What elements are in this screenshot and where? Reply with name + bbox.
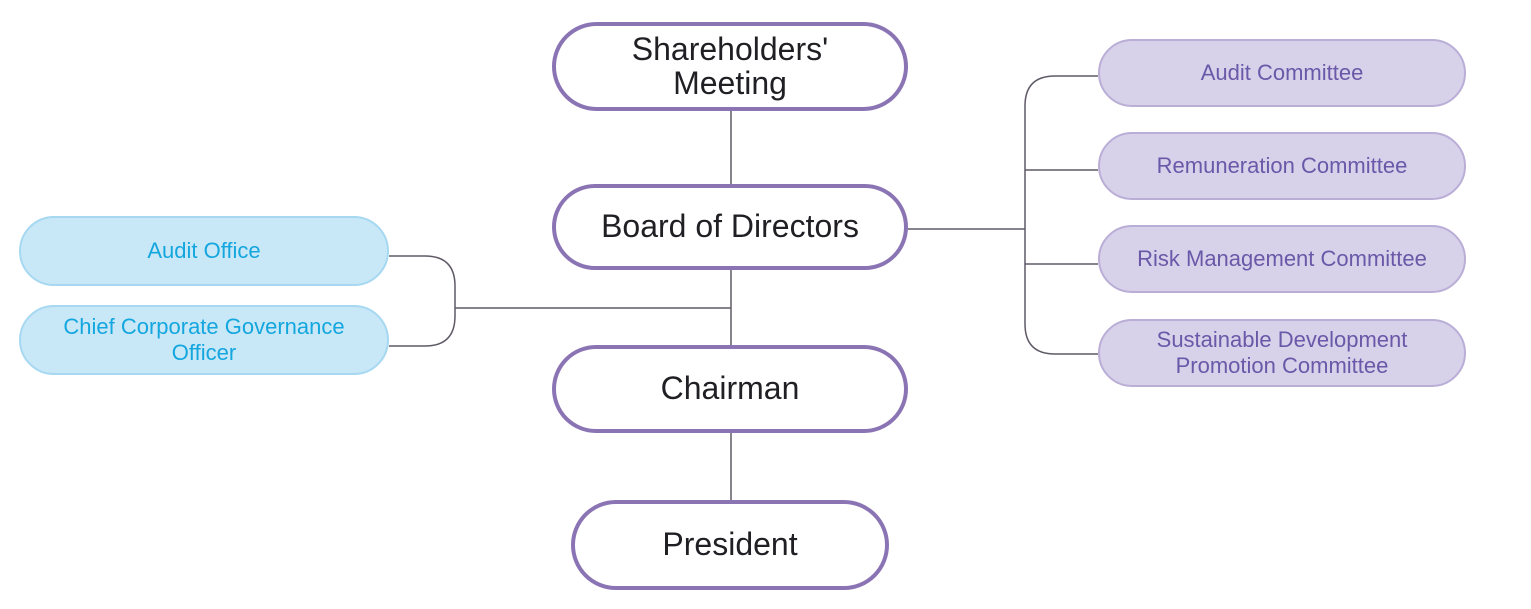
connector-left-trunk bbox=[389, 255, 456, 347]
audit-office-node: Audit Office bbox=[19, 216, 389, 286]
sustainable-development-promotion-committee-node: Sustainable Development Promotion Commit… bbox=[1098, 319, 1466, 387]
remuneration-committee-node: Remuneration Committee bbox=[1098, 132, 1466, 200]
chief-corporate-governance-officer-node: Chief Corporate Governance Officer bbox=[19, 305, 389, 375]
audit-committee-node: Audit Committee bbox=[1098, 39, 1466, 107]
shareholders-meeting-node: Shareholders' Meeting bbox=[552, 22, 908, 111]
chairman-node: Chairman bbox=[552, 345, 908, 433]
board-of-directors-node: Board of Directors bbox=[552, 184, 908, 270]
connector-committee-trunk bbox=[1024, 75, 1098, 355]
president-node: President bbox=[571, 500, 889, 590]
risk-management-committee-node: Risk Management Committee bbox=[1098, 225, 1466, 293]
